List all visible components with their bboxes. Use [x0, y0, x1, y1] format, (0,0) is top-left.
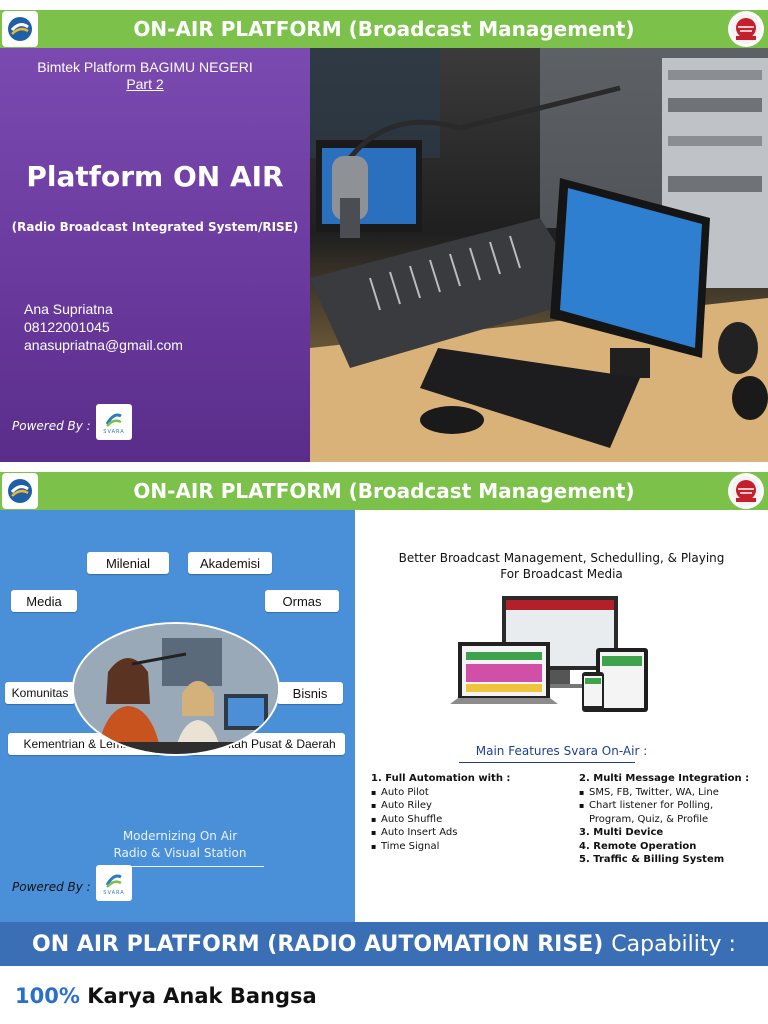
slide-1-subtitle: (Radio Broadcast Integrated System/RISE)	[11, 220, 299, 234]
capability-rest: Capability :	[611, 931, 736, 957]
author-block: Ana Supriatna 08122001045 anasupriatna@g…	[24, 300, 183, 354]
audience-milenial: Milenial	[87, 552, 169, 574]
event-part: Part 2	[126, 76, 164, 92]
better-line-2: For Broadcast Media	[500, 567, 623, 581]
broadcasters-photo	[72, 622, 280, 756]
slide-1-header-text: ON-AIR PLATFORM (Broadcast Management)	[133, 17, 635, 41]
modernizing-line-1: Modernizing On Air	[122, 829, 238, 843]
slide-1-header: ON-AIR PLATFORM (Broadcast Management)	[0, 10, 768, 48]
author-name: Ana Supriatna	[24, 301, 113, 317]
bagimu-negeri-logo-icon	[728, 473, 764, 509]
svara-logo-text: SVARA	[103, 428, 125, 435]
features-left: 1. Full Automation with : Auto Pilot Aut…	[371, 772, 510, 853]
slide-1: ON-AIR PLATFORM (Broadcast Management) B…	[0, 0, 768, 462]
feature-auto-shuffle: Auto Shuffle	[371, 813, 510, 827]
slide-2: ON-AIR PLATFORM (Broadcast Management) M…	[0, 472, 768, 922]
feature-remote-operation: 4. Remote Operation	[579, 840, 697, 852]
slide-2-left-panel: Milenial Akademisi Media Ormas Komunitas…	[0, 510, 355, 922]
feature-auto-insert-ads: Auto Insert Ads	[371, 826, 510, 840]
feature-auto-riley: Auto Riley	[371, 799, 510, 813]
audience-bisnis: Bisnis	[277, 682, 343, 704]
features-left-title: 1. Full Automation with :	[371, 773, 511, 784]
kominfo-logo-icon	[2, 473, 38, 509]
karya-percent: 100%	[15, 984, 80, 1008]
svara-logo-text: SVARA	[103, 889, 125, 896]
karya-heading: 100% Karya Anak Bangsa	[15, 984, 317, 1008]
modernizing-underline	[98, 866, 264, 867]
feature-multi-device: 3. Multi Device	[579, 827, 664, 838]
slide-2-right-panel: Better Broadcast Management, Schedulling…	[355, 510, 768, 922]
feature-sms-social: SMS, FB, Twitter, WA, Line	[579, 786, 749, 800]
slide-2-header: ON-AIR PLATFORM (Broadcast Management)	[0, 472, 768, 510]
main-features-underline	[459, 762, 635, 763]
slide-1-left-panel: Bimtek Platform BAGIMU NEGERI Part 2 Pla…	[0, 48, 310, 462]
bagimu-negeri-logo-icon	[728, 11, 764, 47]
author-phone: 08122001045	[24, 319, 110, 335]
feature-auto-pilot: Auto Pilot	[371, 786, 510, 800]
karya-text: Karya Anak Bangsa	[87, 984, 317, 1008]
audience-akademisi: Akademisi	[188, 552, 272, 574]
feature-chart-listener-cont: Program, Quiz, & Profile	[589, 813, 709, 825]
author-email: anasupriatna@gmail.com	[24, 337, 183, 353]
powered-by-label: Powered By :	[12, 419, 91, 433]
slide-1-title: Platform ON AIR	[26, 160, 284, 193]
features-right-title: 2. Multi Message Integration :	[579, 773, 750, 784]
modernizing-line-2: Radio & Visual Station	[113, 846, 247, 860]
event-name: Bimtek Platform BAGIMU NEGERI	[37, 59, 253, 75]
capability-banner: ON AIR PLATFORM (RADIO AUTOMATION RISE) …	[0, 922, 768, 966]
multi-device-illustration	[450, 594, 660, 724]
audience-ormas: Ormas	[265, 590, 339, 612]
audience-media: Media	[11, 590, 77, 612]
svara-logo-icon: SVARA	[96, 865, 132, 901]
feature-chart-listener: Chart listener for Polling,	[579, 799, 749, 813]
capability-bold: ON AIR PLATFORM (RADIO AUTOMATION RISE)	[32, 931, 604, 957]
slide-2-header-text: ON-AIR PLATFORM (Broadcast Management)	[133, 479, 635, 503]
features-right: 2. Multi Message Integration : SMS, FB, …	[579, 772, 749, 867]
feature-traffic-billing: 5. Traffic & Billing System	[579, 854, 725, 865]
powered-by-label: Powered By :	[12, 880, 91, 894]
main-features-title: Main Features Svara On-Air :	[475, 744, 648, 758]
kominfo-logo-icon	[2, 11, 38, 47]
feature-time-signal: Time Signal	[371, 840, 510, 854]
radio-studio-photo	[310, 48, 768, 462]
audience-komunitas: Komunitas	[5, 682, 75, 704]
slide-top-strip	[0, 0, 768, 10]
better-line-1: Better Broadcast Management, Schedulling…	[398, 551, 725, 565]
svara-logo-icon: SVARA	[96, 404, 132, 440]
